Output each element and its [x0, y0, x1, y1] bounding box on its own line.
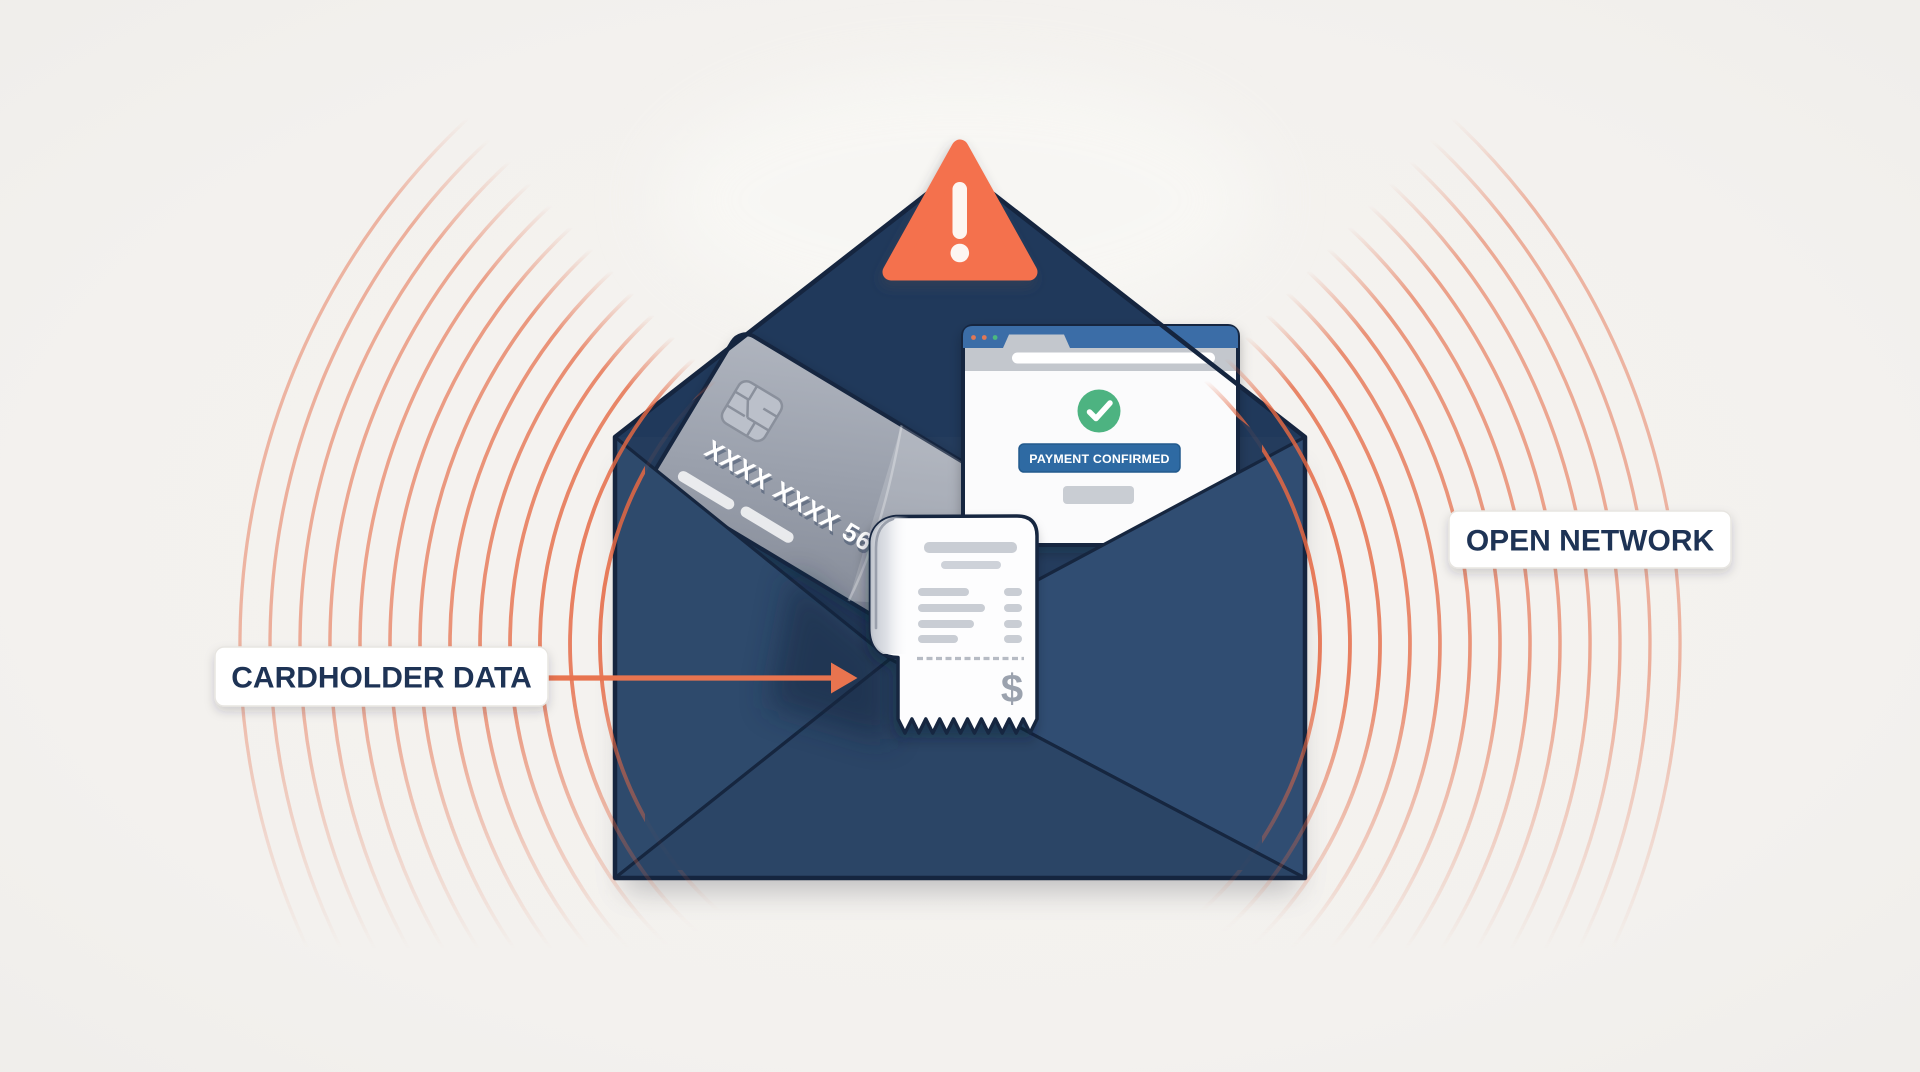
- svg-text:CARDHOLDER DATA: CARDHOLDER DATA: [231, 662, 532, 695]
- svg-text:OPEN NETWORK: OPEN NETWORK: [1466, 525, 1715, 558]
- svg-text:PAYMENT CONFIRMED: PAYMENT CONFIRMED: [1029, 452, 1169, 466]
- svg-text:$: $: [1001, 667, 1023, 711]
